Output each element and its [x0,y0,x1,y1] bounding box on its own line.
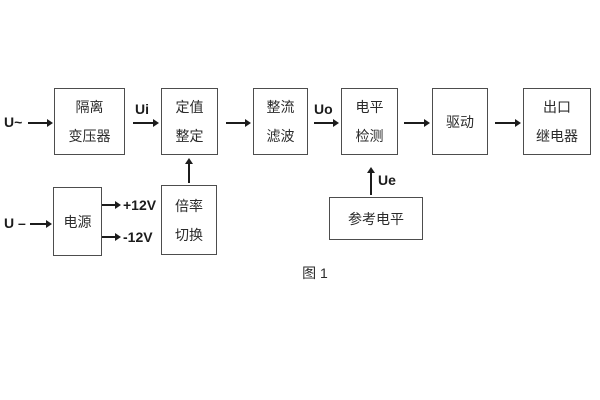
block-label: 隔离 [75,99,104,115]
arrow-transformer-to-setting-icon [133,119,159,126]
label-uo: Uo [314,101,333,117]
figure-caption: 图 1 [302,265,328,281]
block-output-relay: 出口 继电器 [523,88,591,155]
arrow-rectifier-to-level-icon [314,119,339,126]
block-label: 继电器 [536,128,578,144]
arrow-input-ac-icon [28,119,53,126]
label-input-ac: U~ [4,114,23,130]
arrow-drive-to-relay-icon [495,119,521,126]
block-label: 整流 [266,99,295,115]
label-plus-12v: +12V [123,197,157,213]
label-ue: Ue [378,172,396,188]
block-label: 滤波 [266,128,295,144]
label-minus-12v: -12V [123,229,153,245]
block-reference-level: 参考电平 [329,197,423,240]
arrow-reference-to-level-icon [367,167,374,195]
block-ratio-switch: 倍率 切换 [161,185,217,255]
block-label: 电源 [63,213,92,230]
block-drive: 驱动 [432,88,488,155]
block-label: 参考电平 [348,210,404,227]
arrow-plus-12v-icon [102,201,121,208]
block-label: 驱动 [446,113,474,130]
arrow-setting-to-rectifier-icon [226,119,251,126]
arrow-ratio-to-setting-icon [185,158,192,183]
block-label: 出口 [543,99,571,115]
block-level-detect: 电平 检测 [341,88,398,155]
block-label: 切换 [175,226,203,243]
block-power-supply: 电源 [53,187,102,256]
arrow-minus-12v-icon [102,233,121,240]
block-label: 检测 [355,128,384,144]
block-label: 定值 [175,99,204,115]
arrow-level-to-drive-icon [404,119,430,126]
block-label: 变压器 [68,128,111,144]
block-label: 整定 [175,128,204,144]
block-setting-adjust: 定值 整定 [161,88,218,155]
block-rectifier-filter: 整流 滤波 [253,88,308,155]
arrow-input-dc-icon [30,220,52,227]
label-ui: Ui [135,101,149,117]
block-label: 倍率 [175,197,203,214]
block-label: 电平 [355,99,384,115]
block-isolation-transformer: 隔离 变压器 [54,88,125,155]
label-input-dc: U – [4,215,26,231]
